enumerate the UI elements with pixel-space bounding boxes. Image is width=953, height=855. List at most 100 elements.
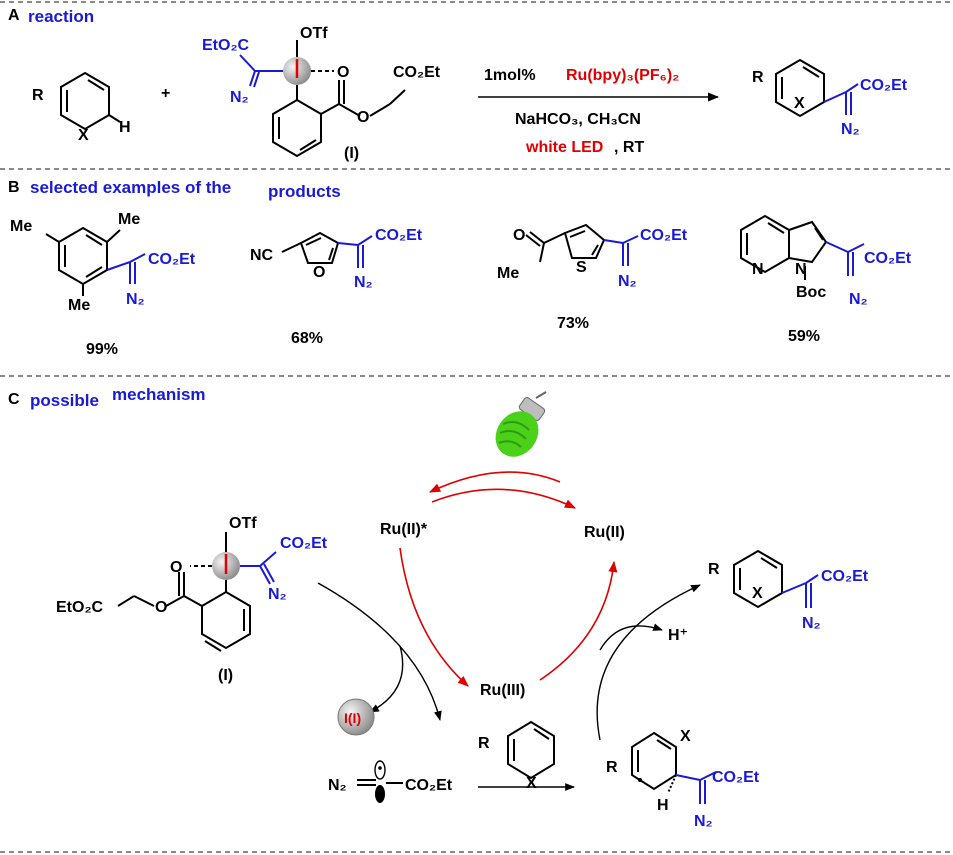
reagent-o-carbonyl: O xyxy=(337,64,349,81)
section-c-title-1: possible xyxy=(30,391,99,410)
reagent-structure xyxy=(239,40,406,158)
arrow-to-carbene xyxy=(317,582,442,721)
mechanism-product-co2et: CO₂Et xyxy=(821,568,869,585)
example-4-n-pyrrole: N xyxy=(795,261,807,278)
condition-catalyst: Ru(bpy)₃(PF₆)₂ xyxy=(566,67,679,84)
mechanism-reagent-n2: N₂ xyxy=(268,586,287,603)
section-c-letter: C xyxy=(8,391,20,408)
example-1-me-bottom: Me xyxy=(68,297,90,314)
product-co2et: CO₂Et xyxy=(860,77,908,94)
example-furan xyxy=(281,231,373,268)
substrate-r-label: R xyxy=(32,87,44,104)
intermediate-co2et: CO₂Et xyxy=(712,769,760,786)
cycle-arrow-reduction xyxy=(539,560,618,681)
reagent-n2: N₂ xyxy=(230,89,249,106)
example-2-yield: 68% xyxy=(291,330,323,347)
ru-ground: Ru(II) xyxy=(584,524,625,541)
ru-oxidized: Ru(III) xyxy=(480,682,525,699)
example-2-co2et: CO₂Et xyxy=(375,227,423,244)
example-2-nc: NC xyxy=(250,247,274,264)
condition-base-solvent: NaHCO₃, CH₃CN xyxy=(515,111,641,128)
reagent-eto2c: EtO₂C xyxy=(202,37,250,54)
mechanism-reagent-o-ester: O xyxy=(155,599,167,616)
iodine-byproduct-sphere xyxy=(337,698,375,736)
cycle-arrow-oxidative-quench xyxy=(399,547,469,687)
example-3-n2: N₂ xyxy=(618,273,637,290)
radical-intermediate xyxy=(631,731,717,804)
carbene-co2et: CO₂Et xyxy=(405,777,453,794)
arrow-to-iodine-byproduct xyxy=(369,645,404,713)
section-c-title-2: mechanism xyxy=(112,385,206,404)
reagent-label: (I) xyxy=(344,145,359,162)
example-3-yield: 73% xyxy=(557,315,589,332)
condition-catalyst-amount: 1mol% xyxy=(484,67,536,84)
example-4-yield: 59% xyxy=(788,328,820,345)
condition-temperature: , RT xyxy=(614,139,644,156)
product-r: R xyxy=(752,69,764,86)
carbene-n2: N₂ xyxy=(328,777,347,794)
example-1-me-left: Me xyxy=(10,218,32,235)
mechanism-reagent-eto2c: EtO₂C xyxy=(56,599,104,616)
intermediate-n2: N₂ xyxy=(694,813,713,830)
example-1-yield: 99% xyxy=(86,341,118,358)
condition-light: white LED xyxy=(525,139,603,156)
section-b-letter: B xyxy=(8,179,20,196)
example-3-o: O xyxy=(513,227,525,244)
arrow-to-proton xyxy=(599,623,663,651)
example-1-n2: N₂ xyxy=(126,291,145,308)
substrate-h-label: H xyxy=(119,119,131,136)
light-bulb-icon xyxy=(495,391,547,457)
mechanism-product xyxy=(733,549,819,609)
mechanism-reagent-otf: OTf xyxy=(229,515,257,532)
example-mesityl xyxy=(45,226,146,296)
product-structure xyxy=(775,58,859,118)
example-azaindole xyxy=(740,214,865,280)
example-3-s: S xyxy=(576,259,587,276)
iodine-byproduct-label: I(I) xyxy=(344,710,361,726)
reagent-otf: OTf xyxy=(300,25,328,42)
mechanism-reagent-o-carbonyl: O xyxy=(170,559,182,576)
reagent-o-ester: O xyxy=(357,109,369,126)
example-4-boc: Boc xyxy=(796,284,826,301)
example-thiophene xyxy=(525,223,639,266)
product-n2: N₂ xyxy=(841,121,860,138)
example-4-n-pyridine: N xyxy=(752,261,764,278)
cycle-arrow-excitation xyxy=(431,488,577,509)
section-a-title: reaction xyxy=(28,7,94,26)
example-3-me: Me xyxy=(497,265,519,282)
substrate-x-label: X xyxy=(78,127,89,144)
reagent-co2et: CO₂Et xyxy=(393,64,441,81)
example-4-co2et: CO₂Et xyxy=(864,250,912,267)
example-1-me-right: Me xyxy=(118,211,140,228)
section-b-title-2: products xyxy=(268,182,341,201)
mechanism-product-r: R xyxy=(708,561,720,578)
mechanism-product-x: X xyxy=(752,585,763,602)
intermediate-h: H xyxy=(657,797,669,814)
arrow-to-product xyxy=(596,584,701,741)
intermediate-r: R xyxy=(606,759,618,776)
arene-reagent xyxy=(507,720,555,780)
carbene-radical xyxy=(357,760,403,803)
section-a-letter: A xyxy=(8,7,20,24)
intermediate-x: X xyxy=(680,728,691,745)
arene-x: X xyxy=(526,775,537,792)
section-b-title-1: selected examples of the xyxy=(30,178,231,197)
example-2-n2: N₂ xyxy=(354,274,373,291)
proton-byproduct: H⁺ xyxy=(668,627,688,644)
ru-excited: Ru(II)* xyxy=(380,521,428,538)
substrate-arene xyxy=(60,71,121,131)
example-1-co2et: CO₂Et xyxy=(148,251,196,268)
example-2-o: O xyxy=(313,264,325,281)
arene-r: R xyxy=(478,735,490,752)
mechanism-product-n2: N₂ xyxy=(802,615,821,632)
plus-sign: + xyxy=(161,85,170,102)
product-x: X xyxy=(794,95,805,112)
example-4-n2: N₂ xyxy=(849,291,868,308)
mechanism-reagent-structure xyxy=(117,532,277,652)
cycle-arrow-excitation-back xyxy=(428,471,561,493)
example-3-co2et: CO₂Et xyxy=(640,227,688,244)
mechanism-reagent-co2et: CO₂Et xyxy=(280,535,328,552)
mechanism-reagent-label: (I) xyxy=(218,667,233,684)
